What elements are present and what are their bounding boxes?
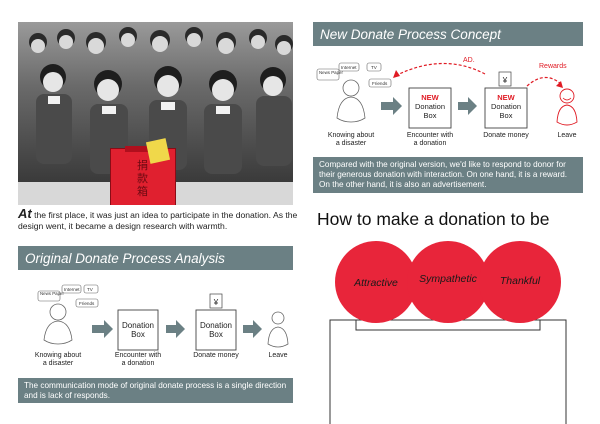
arrow-icon bbox=[92, 320, 113, 338]
source-news-paper: News Paper bbox=[40, 291, 64, 296]
arrow-icon bbox=[166, 320, 185, 338]
step-knowing-line1: Knowing about bbox=[35, 352, 81, 359]
rewards-arrow bbox=[526, 76, 562, 87]
new-donation-box bbox=[408, 87, 452, 129]
sympathetic-circle bbox=[407, 241, 489, 323]
donation-box bbox=[117, 309, 159, 351]
intro-lead-word: At bbox=[18, 206, 32, 221]
sympathetic-label: Sympathetic bbox=[419, 273, 478, 285]
step-knowing-line1: Knowing about bbox=[328, 132, 374, 139]
step-encounter-line1: Encounter with bbox=[407, 132, 453, 139]
ad-arrow bbox=[394, 62, 486, 77]
arrow-icon bbox=[458, 97, 477, 115]
arrow-icon bbox=[243, 320, 262, 338]
source-internet: Internet bbox=[341, 65, 357, 70]
new-tag: NEW bbox=[497, 93, 515, 102]
rewards-arrowhead-icon bbox=[556, 81, 563, 88]
box-label-line1: Donation bbox=[200, 321, 232, 330]
new-process-note: Compared with the original version, we'd… bbox=[313, 157, 583, 193]
person-icon bbox=[43, 303, 73, 345]
box-label-line2: Box bbox=[500, 111, 513, 120]
sources-bubbles bbox=[37, 284, 99, 308]
howto-title: How to make a donation to be bbox=[317, 209, 550, 229]
source-internet: Internet bbox=[64, 287, 80, 292]
step-encounter-line2: a donation bbox=[414, 140, 447, 147]
new-process-diagram: News Paper Internet TV Friends AD. NEW D… bbox=[316, 57, 578, 147]
box-label-line2: Box bbox=[131, 330, 145, 339]
yen-note-icon bbox=[209, 293, 223, 309]
attractive-label: Attractive bbox=[353, 277, 398, 289]
thankful-label: Thankful bbox=[500, 275, 541, 287]
step-donate: Donate money bbox=[483, 132, 529, 139]
box-label-line1: Donation bbox=[122, 321, 154, 330]
leaving-person-icon bbox=[267, 311, 289, 348]
attractive-circle bbox=[335, 241, 417, 323]
new-tag: NEW bbox=[421, 93, 439, 102]
new-donation-box bbox=[484, 87, 528, 129]
box-label-line1: Donation bbox=[415, 102, 445, 111]
ad-label: AD. bbox=[463, 57, 475, 64]
arrow-icon bbox=[381, 97, 402, 115]
source-tv: TV bbox=[371, 65, 378, 70]
intro-text: the first place, it was just an idea to … bbox=[18, 210, 298, 231]
yellow-envelope bbox=[145, 138, 171, 164]
source-friends: Friends bbox=[372, 81, 388, 86]
source-friends: Friends bbox=[79, 301, 95, 306]
yen-symbol: ¥ bbox=[502, 76, 508, 85]
howto-diagram: Attractive Sympathetic Thankful bbox=[329, 241, 567, 424]
step-leave: Leave bbox=[268, 352, 287, 359]
step-encounter-line2: a donation bbox=[122, 360, 155, 367]
box-label-line2: Box bbox=[424, 111, 437, 120]
box-slot bbox=[125, 146, 163, 152]
step-knowing-line2: a disaster bbox=[336, 140, 367, 147]
sources-bubbles bbox=[316, 62, 392, 88]
step-donate: Donate money bbox=[193, 352, 239, 359]
person-icon bbox=[336, 79, 366, 123]
rewards-label: Rewards bbox=[539, 63, 567, 70]
crowd-illustration bbox=[29, 27, 293, 174]
new-process-title: New Donate Process Concept bbox=[313, 22, 583, 46]
thankful-circle bbox=[479, 241, 561, 323]
donation-box bbox=[195, 309, 237, 351]
source-tv: TV bbox=[87, 287, 94, 292]
box-label-line1: Donation bbox=[491, 102, 521, 111]
children-donation-photo: 捐款箱 bbox=[18, 22, 293, 205]
ad-arrowhead-icon bbox=[393, 70, 400, 78]
yen-symbol: ¥ bbox=[213, 298, 219, 307]
box-label-line2: Box bbox=[209, 330, 223, 339]
smiling-person-icon bbox=[556, 88, 578, 126]
donation-box-outline bbox=[329, 319, 567, 424]
step-knowing-line2: a disaster bbox=[43, 360, 74, 367]
box-chinese-label: 捐款箱 bbox=[137, 159, 148, 198]
yen-note-icon bbox=[498, 71, 512, 87]
source-news-paper: News Paper bbox=[319, 70, 343, 75]
step-encounter-line1: Encounter with bbox=[115, 352, 161, 359]
original-process-note: The communication mode of original donat… bbox=[18, 378, 293, 403]
original-process-diagram: News Paper Internet TV Friends Donation … bbox=[35, 284, 289, 367]
smile-mouth bbox=[562, 97, 572, 101]
original-process-title: Original Donate Process Analysis bbox=[18, 246, 293, 270]
intro-paragraph: At the first place, it was just an idea … bbox=[18, 206, 298, 232]
step-leave: Leave bbox=[557, 132, 576, 139]
